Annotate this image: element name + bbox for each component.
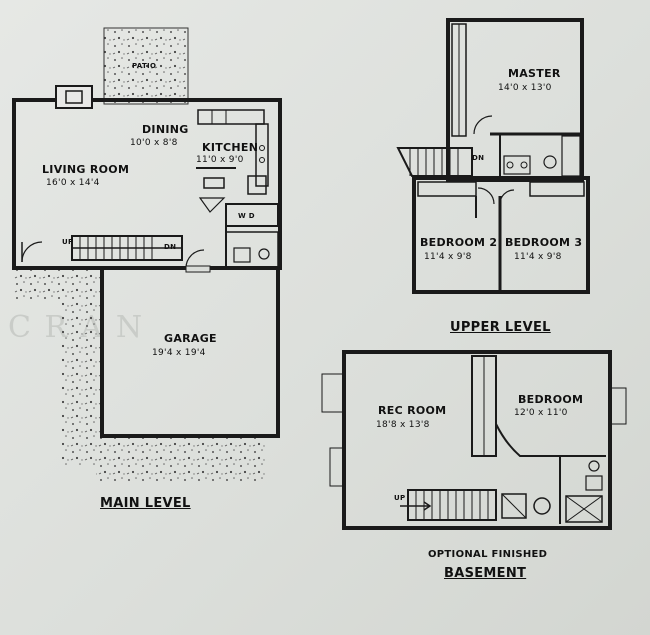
kitchen-dims: 11'0 x 9'0 [196, 155, 244, 165]
upper-level-plan [396, 18, 590, 294]
bedroom3-closet [529, 181, 585, 197]
garage-label: GARAGE [164, 332, 217, 345]
basement-bedroom-dims: 12'0 x 11'0 [514, 408, 568, 418]
main-stairs [71, 235, 183, 261]
basement-stairs-up-label: UP [394, 494, 406, 502]
main-level-title: MAIN LEVEL [100, 496, 191, 511]
bedroom2-label: BEDROOM 2 [420, 236, 498, 249]
kitchen-label: KITCHEN [202, 141, 259, 154]
window-well-left-bottom [329, 447, 345, 487]
house-outline [12, 98, 282, 270]
driveway-front [96, 436, 266, 484]
master-dims: 14'0 x 13'0 [498, 83, 552, 93]
window-well-left-top [321, 373, 345, 413]
master-label: MASTER [508, 67, 561, 80]
bedroom3-label: BEDROOM 3 [505, 236, 583, 249]
patio-label: PATIO [132, 62, 157, 70]
basement-subtitle: OPTIONAL FINISHED [428, 549, 548, 560]
walkway-path [62, 300, 100, 465]
main-stairs-down-label: DN [164, 243, 177, 251]
main-laundry-label: W D [238, 212, 255, 220]
garage-walls [100, 268, 280, 438]
rec-room-label: REC ROOM [378, 404, 447, 417]
walkway-left [14, 268, 102, 302]
upper-bathroom [499, 133, 583, 179]
basement-outline [342, 350, 612, 530]
bedroom2-dims: 11'4 x 9'8 [424, 252, 472, 262]
dining-dims: 10'0 x 8'8 [130, 138, 178, 148]
basement-bedroom-label: BEDROOM [518, 393, 584, 406]
bedroom2-closet [417, 181, 477, 197]
upper-stairs [396, 147, 473, 177]
basement-plan [321, 350, 627, 530]
living-room-dims: 16'0 x 14'4 [46, 178, 100, 188]
basement-shower [565, 495, 603, 523]
laundry-closet [225, 203, 279, 227]
water-heater-box [501, 493, 527, 519]
fireplace [55, 85, 93, 109]
upper-level-title: UPPER LEVEL [450, 320, 551, 335]
window-well-right [609, 387, 627, 425]
basement-stairs [407, 489, 497, 521]
garage-dims: 19'4 x 19'4 [152, 348, 206, 358]
powder-room [225, 231, 279, 269]
patio-area [103, 27, 189, 105]
bedroom3-dims: 11'4 x 9'8 [514, 252, 562, 262]
living-room-label: LIVING ROOM [42, 163, 130, 176]
upper-stairs-down-label: DN [472, 154, 485, 162]
kitchen-counter-side [255, 123, 269, 187]
dining-label: DINING [142, 123, 189, 136]
basement-title: BASEMENT [444, 566, 527, 581]
kitchen-counter-top [197, 109, 265, 125]
rec-room-dims: 18'8 x 13'8 [376, 420, 430, 430]
main-level-plan [12, 27, 282, 484]
main-stairs-up-label: UP [62, 238, 74, 246]
